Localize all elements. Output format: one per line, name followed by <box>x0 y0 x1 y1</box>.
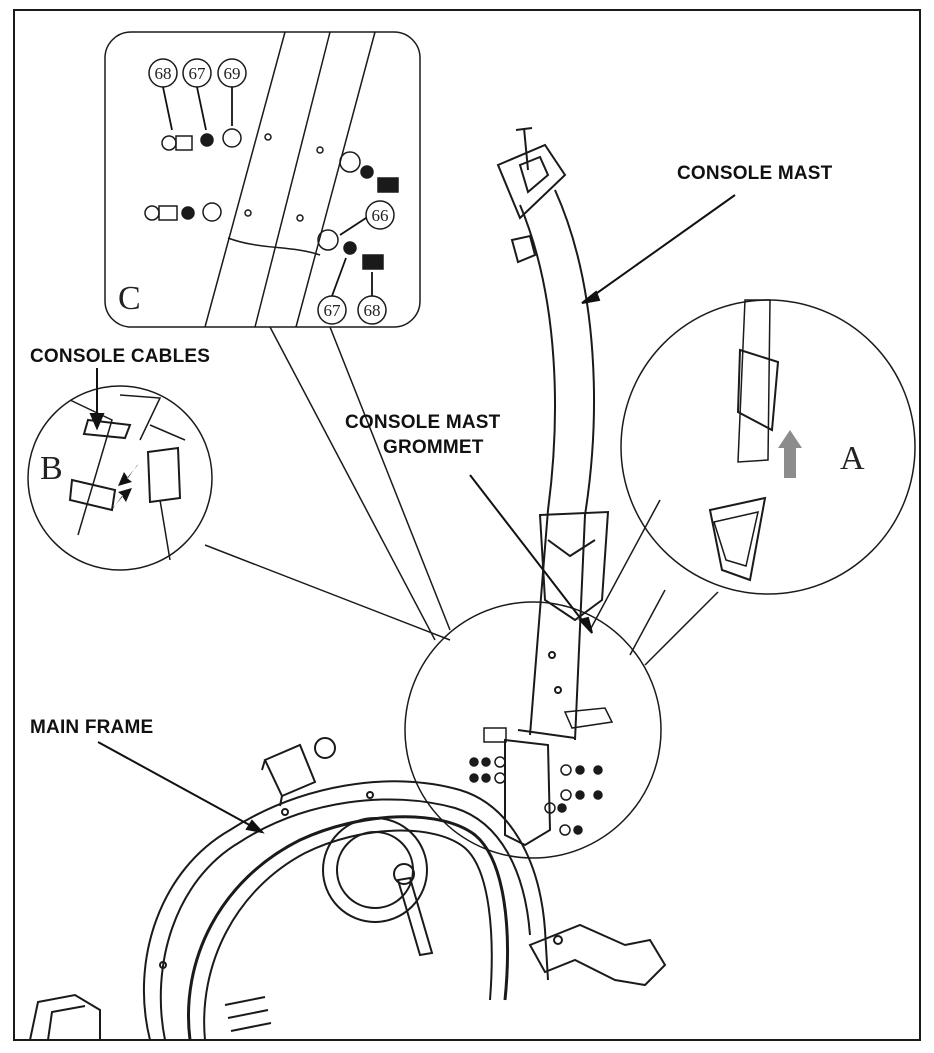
console-mast-grommet-label-line1: CONSOLE MAST <box>345 412 501 433</box>
console-cables-leader <box>89 368 105 431</box>
callout-leaders <box>97 194 736 834</box>
part-number-67-top: 67 <box>189 64 207 83</box>
part-number-bubbles <box>148 58 395 325</box>
part-number-68-top: 68 <box>155 64 172 83</box>
console-mast-label: CONSOLE MAST <box>677 163 833 184</box>
part-number-68-bottom: 68 <box>364 301 381 320</box>
main-frame-drawing <box>29 737 667 1041</box>
part-number-labels: 68 67 69 66 67 68 <box>155 64 389 320</box>
detail-a-circle <box>589 299 916 666</box>
part-number-66: 66 <box>372 206 389 225</box>
console-cables-label: CONSOLE CABLES <box>30 346 211 367</box>
part-number-67-bottom: 67 <box>324 301 342 320</box>
detail-b-letter: B <box>40 450 63 487</box>
detail-a-letter: A <box>840 440 865 477</box>
part-leaders <box>162 86 373 297</box>
junction-circle <box>404 601 662 859</box>
down-left-arrow-icon <box>118 464 138 486</box>
detail-c-box <box>104 31 451 641</box>
console-mast-grommet-label-line2: GROMMET <box>383 437 484 458</box>
up-right-arrow-icon <box>112 488 132 510</box>
main-frame-label: MAIN FRAME <box>30 717 154 738</box>
part-number-69-top: 69 <box>224 64 241 83</box>
console-mast-drawing <box>496 127 610 741</box>
up-arrow-icon <box>778 430 802 478</box>
page-border <box>13 9 921 1041</box>
detail-c-letter: C <box>118 280 141 317</box>
